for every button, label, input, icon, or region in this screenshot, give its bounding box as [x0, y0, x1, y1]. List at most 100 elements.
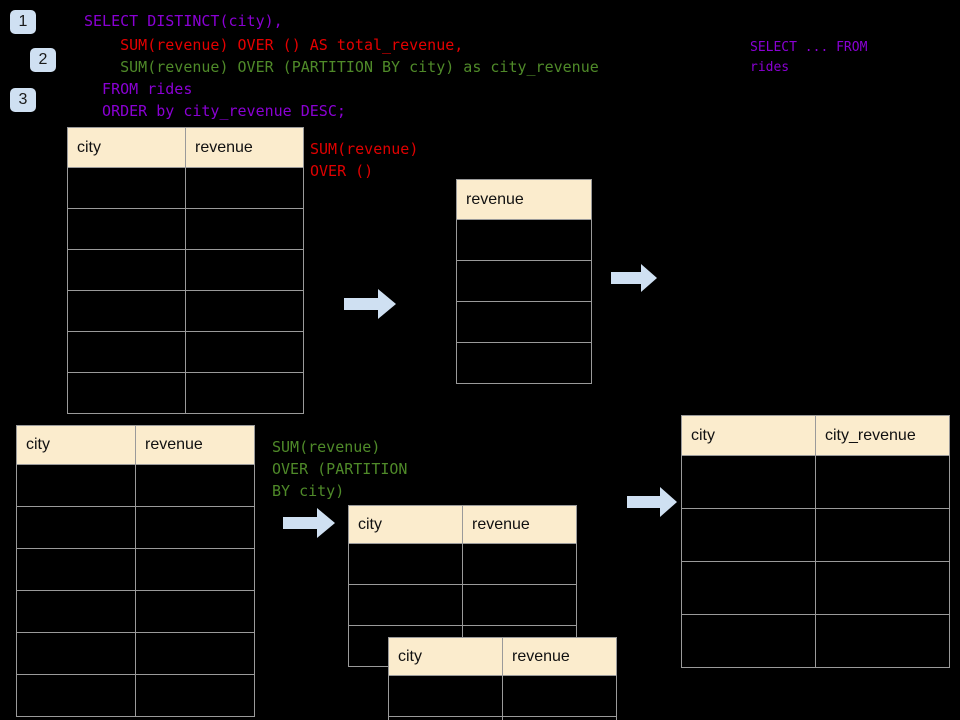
- table-row: [67, 208, 304, 250]
- table-cell: [815, 561, 950, 615]
- step-badge-2: 2: [30, 48, 56, 72]
- table-row: [67, 290, 304, 332]
- table-cell: [135, 506, 255, 549]
- table-cell: [462, 543, 577, 585]
- table-row: [16, 506, 255, 549]
- column-header-revenue: revenue: [185, 127, 304, 168]
- table-cell: [67, 372, 186, 414]
- table-cell: [135, 674, 255, 717]
- column-header-revenue: revenue: [462, 505, 577, 544]
- column-header-city-revenue: city_revenue: [815, 415, 950, 456]
- table-cell: [462, 584, 577, 626]
- table-header-row: city revenue: [16, 425, 255, 465]
- annotation-partition-line-3: BY city): [272, 482, 345, 500]
- column-header-revenue: revenue: [456, 179, 592, 220]
- table-cell: [67, 290, 186, 332]
- annotation-partition-line-1: SUM(revenue): [272, 438, 381, 456]
- rides-source-table-bottom: city revenue: [16, 425, 255, 717]
- table-row: [456, 260, 592, 302]
- table-cell: [67, 167, 186, 209]
- table-body: [16, 464, 255, 717]
- table-body: [67, 167, 304, 414]
- column-header-city: city: [16, 425, 136, 465]
- sql-line-total-revenue: SUM(revenue) OVER () AS total_revenue,: [84, 36, 464, 54]
- table-body: [388, 675, 617, 720]
- table-cell: [681, 508, 816, 562]
- table-row: [16, 590, 255, 633]
- table-cell: [388, 716, 503, 720]
- table-cell: [456, 301, 592, 343]
- table-row: [456, 219, 592, 261]
- table-cell: [185, 167, 304, 209]
- column-header-city: city: [348, 505, 463, 544]
- table-cell: [815, 508, 950, 562]
- column-header-revenue: revenue: [502, 637, 617, 676]
- column-header-city: city: [388, 637, 503, 676]
- table-cell: [67, 249, 186, 291]
- table-cell: [135, 548, 255, 591]
- table-header-row: city revenue: [388, 637, 617, 676]
- table-cell: [348, 584, 463, 626]
- table-cell: [16, 548, 136, 591]
- table-header-row: city revenue: [67, 127, 304, 168]
- table-row: [16, 674, 255, 717]
- table-cell: [185, 331, 304, 373]
- table-row: [16, 632, 255, 675]
- table-header-row: city revenue: [348, 505, 577, 544]
- table-cell: [502, 716, 617, 720]
- table-cell: [681, 561, 816, 615]
- sql-line-city-revenue: SUM(revenue) OVER (PARTITION BY city) as…: [84, 58, 599, 76]
- table-row: [16, 548, 255, 591]
- table-row: [456, 301, 592, 343]
- annotation-total-line-2: OVER (): [310, 162, 374, 180]
- step-badge-3: 3: [10, 88, 36, 112]
- table-row: [681, 455, 950, 509]
- table-row: [681, 561, 950, 615]
- table-cell: [185, 372, 304, 414]
- table-cell: [502, 675, 617, 717]
- table-row: [67, 372, 304, 414]
- annotation-partition-line-2: OVER (PARTITION: [272, 460, 408, 478]
- table-header-row: revenue: [456, 179, 592, 220]
- arrow-partition-to-result-icon: [627, 487, 677, 517]
- table-cell: [67, 331, 186, 373]
- table-cell: [185, 208, 304, 250]
- table-row: [348, 543, 577, 585]
- table-cell: [185, 290, 304, 332]
- table-header-row: city city_revenue: [681, 415, 950, 456]
- table-cell: [135, 590, 255, 633]
- step-badge-1: 1: [10, 10, 36, 34]
- table-cell: [67, 208, 186, 250]
- table-cell: [456, 260, 592, 302]
- column-header-city: city: [67, 127, 186, 168]
- table-body: [681, 455, 950, 668]
- table-row: [681, 614, 950, 668]
- table-row: [67, 167, 304, 209]
- sql-line-select-distinct: SELECT DISTINCT(city),: [84, 12, 283, 30]
- table-cell: [815, 455, 950, 509]
- side-note-rides: rides: [750, 60, 790, 75]
- arrow-source-to-total-icon: [344, 289, 396, 319]
- table-row: [388, 716, 617, 720]
- table-body: [456, 219, 592, 384]
- table-cell: [681, 614, 816, 668]
- table-cell: [815, 614, 950, 668]
- table-cell: [388, 675, 503, 717]
- table-cell: [348, 543, 463, 585]
- table-cell: [16, 506, 136, 549]
- annotation-total-line-1: SUM(revenue): [310, 140, 419, 158]
- partition-group-table-b: city revenue: [388, 637, 617, 720]
- table-row: [16, 464, 255, 507]
- table-cell: [16, 464, 136, 507]
- table-row: [67, 249, 304, 291]
- table-cell: [16, 590, 136, 633]
- table-row: [681, 508, 950, 562]
- table-cell: [456, 342, 592, 384]
- arrow-total-to-result-icon: [611, 264, 657, 292]
- column-header-city: city: [681, 415, 816, 456]
- table-cell: [135, 464, 255, 507]
- total-revenue-table: revenue: [456, 179, 592, 384]
- arrow-source-to-partition-icon: [283, 508, 335, 538]
- sql-line-from: FROM rides: [84, 80, 193, 98]
